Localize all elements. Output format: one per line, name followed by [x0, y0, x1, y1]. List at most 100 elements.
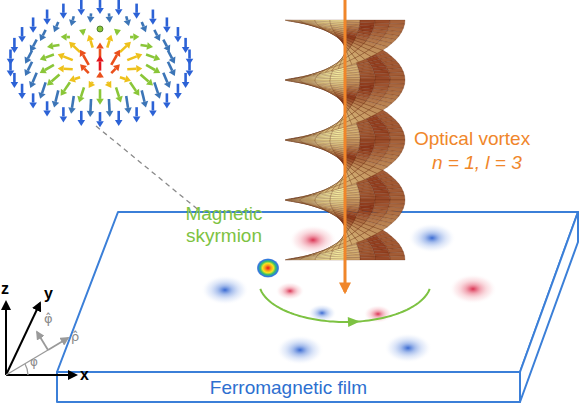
- spin-arrow: [146, 54, 160, 61]
- spin-arrow: [30, 40, 37, 52]
- spin-shaft: [63, 56, 72, 60]
- vortex-surface-patch: [339, 98, 346, 104]
- vortex-surface-patch: [326, 210, 336, 216]
- vortex-surface-patch: [345, 144, 360, 148]
- spin-head: [40, 54, 47, 61]
- vortex-surface-patch: [345, 46, 348, 52]
- spin-shaft: [46, 10, 49, 19]
- spin-shaft: [188, 49, 191, 58]
- vortex-surface-patch: [355, 218, 365, 225]
- vortex-surface-patch: [321, 29, 332, 34]
- spin-shaft: [163, 40, 167, 47]
- vortex-surface-patch: [348, 54, 355, 61]
- vortex-surface-patch: [360, 254, 375, 258]
- spin-head: [133, 116, 141, 122]
- vortex-surface-patch: [332, 60, 340, 66]
- vortex-surface-patch: [310, 25, 324, 29]
- vortex-surface-patch: [345, 170, 350, 176]
- vortex-surface-patch: [308, 191, 322, 196]
- spin-shaft: [166, 93, 169, 102]
- spin-head: [18, 93, 26, 99]
- vortex-surface-patch: [345, 159, 353, 165]
- vortex-surface-patch: [352, 163, 362, 169]
- vortex-surface-patch: [317, 144, 332, 147]
- vortex-surface-patch: [380, 57, 396, 63]
- spin-arrow: [111, 50, 120, 65]
- spin-arrow: [69, 16, 76, 26]
- vortex-surface-patch: [350, 109, 358, 115]
- vortex-surface-patch: [343, 44, 345, 50]
- vortex-surface-patch: [303, 83, 317, 87]
- vortex-surface-patch: [307, 192, 322, 196]
- spin-shaft: [28, 62, 32, 71]
- vortex-surface-patch: [298, 134, 313, 138]
- vortex-surface-patch: [316, 82, 331, 85]
- vortex-surface-patch: [386, 31, 402, 36]
- vortex-surface-patch: [352, 112, 360, 119]
- vortex-surface-patch: [342, 42, 345, 48]
- magnetization-spot: [276, 335, 324, 365]
- vortex-surface-patch: [377, 161, 392, 167]
- vortex-surface-patch: [345, 24, 360, 28]
- vortex-surface-patch: [340, 215, 345, 221]
- spin-shaft: [152, 10, 155, 19]
- vortex-surface-patch: [343, 110, 345, 116]
- vortex-surface-patch: [338, 158, 343, 164]
- vortex-surface-patch: [342, 40, 345, 46]
- vortex-surface-patch: [342, 160, 345, 166]
- vortex-surface-patch: [373, 146, 389, 150]
- optical-vortex-surface: [285, 20, 405, 260]
- vortex-surface-patch: [370, 183, 385, 188]
- vortex-surface-patch: [285, 140, 300, 142]
- vortex-surface-patch: [337, 179, 345, 185]
- vortex-surface-patch: [333, 30, 345, 35]
- vortex-surface-patch: [332, 249, 346, 253]
- vortex-surface-patch: [329, 152, 339, 157]
- vortex-surface-patch: [360, 233, 371, 240]
- spin-shaft: [62, 107, 65, 116]
- vortex-surface-patch: [332, 209, 340, 215]
- vortex-surface-patch: [337, 216, 345, 222]
- vortex-surface-patch: [313, 69, 326, 74]
- vortex-surface-patch: [322, 208, 335, 212]
- vortex-surface-patch: [338, 31, 345, 37]
- vortex-surface-patch: [291, 81, 307, 84]
- spin-shaft: [32, 17, 35, 26]
- vortex-surface-patch: [369, 95, 384, 101]
- vortex-surface-patch: [332, 125, 340, 131]
- vortex-surface-patch: [326, 124, 336, 129]
- vortex-surface-patch: [317, 188, 329, 193]
- vortex-surface-patch: [356, 119, 369, 124]
- vortex-surface-patch: [366, 98, 380, 104]
- vortex-surface-patch: [350, 169, 358, 175]
- vortex-surface-patch: [315, 137, 330, 139]
- spin-head: [124, 107, 132, 113]
- vortex-surface-patch: [355, 176, 365, 183]
- vortex-surface-patch: [365, 230, 377, 237]
- spin-head: [29, 81, 36, 88]
- vortex-surface-patch: [361, 104, 373, 110]
- spin-head: [115, 96, 122, 103]
- vortex-surface-patch: [375, 256, 390, 260]
- vortex-surface-patch: [332, 29, 340, 35]
- vortex-surface-patch: [365, 50, 377, 57]
- vortex-surface-patch: [310, 131, 324, 135]
- spin-shaft: [21, 27, 24, 36]
- vortex-surface-patch: [354, 158, 366, 164]
- spin-shaft: [184, 73, 187, 82]
- spin-head: [80, 64, 87, 71]
- spin-head: [106, 111, 114, 117]
- vortex-surface-patch: [342, 222, 345, 228]
- vortex-surface-patch: [355, 56, 365, 63]
- spin-shaft: [33, 40, 37, 47]
- vortex-surface-patch: [388, 87, 404, 92]
- spin-arrow: [127, 65, 142, 73]
- vortex-surface-patch: [319, 146, 330, 151]
- vortex-surface-patch: [360, 194, 375, 198]
- vortex-surface-patch: [386, 184, 402, 189]
- spin-shaft: [43, 30, 46, 36]
- vortex-surface-patch: [319, 26, 330, 31]
- spin-head: [29, 103, 37, 109]
- vortex-surface-patch: [345, 153, 352, 159]
- spin-head: [58, 53, 65, 60]
